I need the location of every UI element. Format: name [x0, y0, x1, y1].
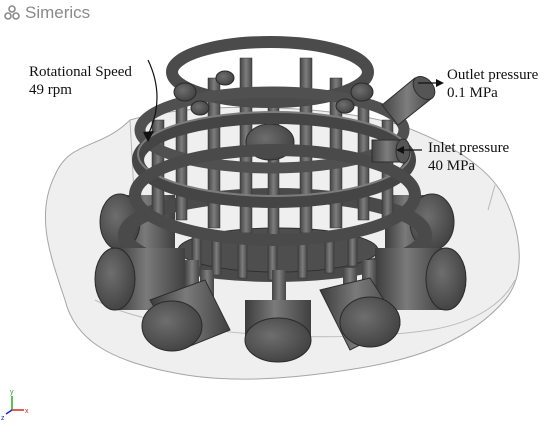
axis-x-label: x [25, 408, 29, 415]
cylinder-front-center-left [141, 270, 231, 352]
axis-y-label: y [10, 389, 14, 396]
rotational-speed-annotation: Rotational Speed 49 rpm [29, 63, 132, 99]
axis-triad: x y z [1, 389, 29, 422]
inlet-pressure-value: 40 MPa [428, 158, 476, 174]
brand-name: Simerics [25, 3, 91, 22]
domain-edge-line-right [487, 184, 496, 211]
outlet-pipe [381, 75, 436, 126]
outlet-arrowhead [436, 79, 444, 87]
rotation-arrow [147, 59, 158, 136]
upper-ports [173, 70, 374, 116]
cylinder-front-right [362, 247, 467, 311]
cylinder-front-center-right [319, 268, 401, 351]
outlet-pressure-annotation: Outlet pressure 0.1 MPa [447, 66, 538, 102]
brand-logo: Simerics [4, 3, 90, 23]
mid-ring-lower [132, 112, 416, 208]
inlet-pressure-label: Inlet pressure [428, 140, 510, 156]
mid-ring-upper [134, 86, 410, 174]
axis-z-label: z [1, 415, 5, 422]
cylinder-front-center [244, 270, 312, 363]
inlet-pressure-annotation: Inlet pressure 40 MPa [428, 139, 509, 175]
inlet-pipe [371, 138, 411, 164]
simerics-logo-icon [4, 5, 20, 20]
top-ring [166, 36, 374, 108]
rotation-arrowhead [143, 131, 154, 142]
lower-cage-ring [129, 144, 421, 246]
outlet-pressure-value: 0.1 MPa [447, 85, 498, 101]
rotational-speed-label: Rotational Speed [29, 64, 132, 80]
lower-rods [191, 227, 358, 281]
rotational-speed-value: 49 rpm [29, 82, 72, 98]
outlet-pressure-label: Outlet pressure [447, 67, 539, 83]
inlet-arrowhead [396, 146, 404, 154]
